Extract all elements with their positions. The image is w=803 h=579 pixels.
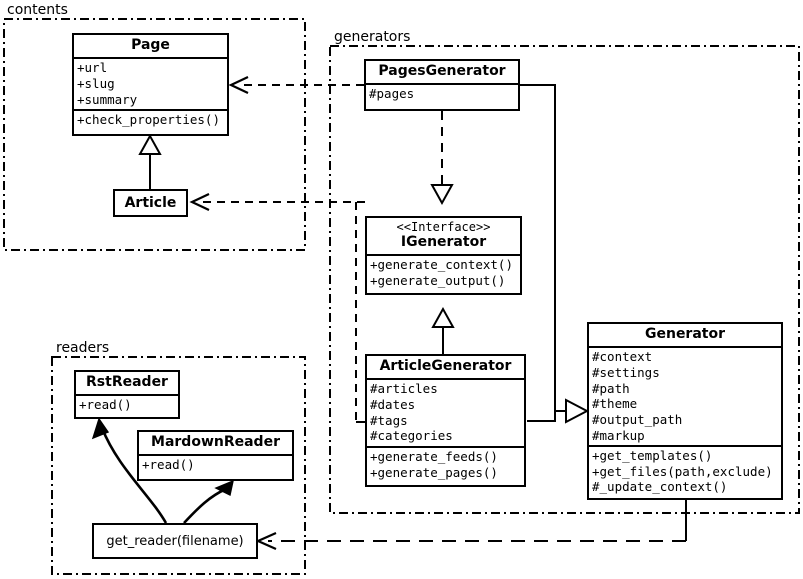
- attribute: #categories: [370, 428, 453, 444]
- class-generator-attributes: #context #settings #path #theme #output_…: [589, 346, 781, 445]
- operation: +get_templates(): [592, 448, 713, 464]
- class-rst-reader-title: RstReader: [86, 374, 168, 390]
- attribute: #articles: [370, 381, 438, 397]
- operation: +generate_output(): [370, 272, 506, 288]
- operation: +generate_feeds(): [370, 448, 498, 464]
- rel-articlegenerator-article: [189, 193, 365, 423]
- class-pages-generator-title: PagesGenerator: [378, 63, 506, 79]
- class-generator-operations: +get_templates() +get_files(path,exclude…: [589, 445, 781, 497]
- class-article-generator[interactable]: ArticleGenerator #articles #dates #tags …: [365, 354, 526, 487]
- attribute: +summary: [77, 91, 138, 107]
- class-rst-reader-operations: +read(): [76, 394, 178, 415]
- class-page[interactable]: Page +url +slug +summary +check_properti…: [72, 33, 229, 136]
- rel-article-page: [138, 133, 162, 189]
- class-article-generator-attributes: #articles #dates #tags #categories: [367, 378, 524, 446]
- rel-articlegenerator-igenerator: [431, 306, 455, 354]
- operation: #_update_context(): [592, 479, 728, 495]
- class-igenerator-stereotype: <<Interface>>: [396, 220, 491, 234]
- attribute: #tags: [370, 412, 408, 428]
- class-igenerator[interactable]: <<Interface>> IGenerator +generate_conte…: [365, 216, 522, 295]
- attribute: #context: [592, 349, 653, 365]
- class-page-title: Page: [131, 37, 170, 53]
- attribute: #theme: [592, 396, 638, 412]
- operation: +generate_context(): [370, 257, 513, 273]
- attribute: #output_path: [592, 411, 683, 427]
- class-mardown-reader-operations: +read(): [139, 454, 292, 475]
- rel-pagesgenerator-page: [228, 76, 364, 94]
- class-igenerator-operations: +generate_context() +generate_output(): [367, 254, 520, 290]
- attribute: +slug: [77, 76, 115, 92]
- class-mardown-reader[interactable]: MardownReader +read(): [137, 430, 294, 481]
- class-page-operations: +check_properties(): [74, 109, 227, 130]
- operation: +generate_pages(): [370, 464, 498, 480]
- operation: +read(): [142, 457, 195, 473]
- rel-generator-getreader: [255, 500, 687, 551]
- attribute: +url: [77, 60, 108, 76]
- operation: +read(): [79, 397, 132, 413]
- class-generator[interactable]: Generator #context #settings #path #them…: [587, 322, 783, 500]
- package-label-readers: readers: [54, 340, 112, 356]
- function-get-reader[interactable]: get_reader(filename): [92, 523, 258, 559]
- rel-getreader-mardownreader: [183, 479, 234, 524]
- package-label-generators: generators: [332, 29, 413, 45]
- class-article-title: Article: [124, 195, 177, 211]
- class-pages-generator[interactable]: PagesGenerator #pages: [364, 59, 520, 111]
- class-mardown-reader-title: MardownReader: [151, 434, 280, 450]
- operation: +check_properties(): [77, 112, 220, 128]
- class-article-generator-operations: +generate_feeds() +generate_pages(): [367, 445, 524, 482]
- rel-pagesgenerator-generator: [520, 84, 566, 412]
- attribute: #path: [592, 380, 630, 396]
- function-get-reader-label: get_reader(filename): [106, 533, 244, 549]
- class-article-generator-title: ArticleGenerator: [379, 358, 512, 374]
- operation: +get_files(path,exclude): [592, 463, 773, 479]
- rel-articlegenerator-generator: [527, 398, 590, 424]
- class-article[interactable]: Article: [113, 189, 188, 217]
- attribute: #settings: [592, 365, 660, 381]
- class-generator-title: Generator: [644, 326, 725, 342]
- rel-pagesgenerator-igenerator: [430, 111, 454, 206]
- class-igenerator-name: IGenerator: [400, 233, 487, 250]
- class-igenerator-title: <<Interface>> IGenerator: [367, 218, 520, 254]
- attribute: #dates: [370, 397, 416, 413]
- class-page-attributes: +url +slug +summary: [74, 57, 227, 109]
- package-label-contents: contents: [5, 2, 70, 18]
- attribute: #markup: [592, 427, 645, 443]
- attribute: #pages: [369, 86, 415, 102]
- class-pages-generator-attributes: #pages: [366, 83, 518, 104]
- class-rst-reader[interactable]: RstReader +read(): [74, 370, 180, 419]
